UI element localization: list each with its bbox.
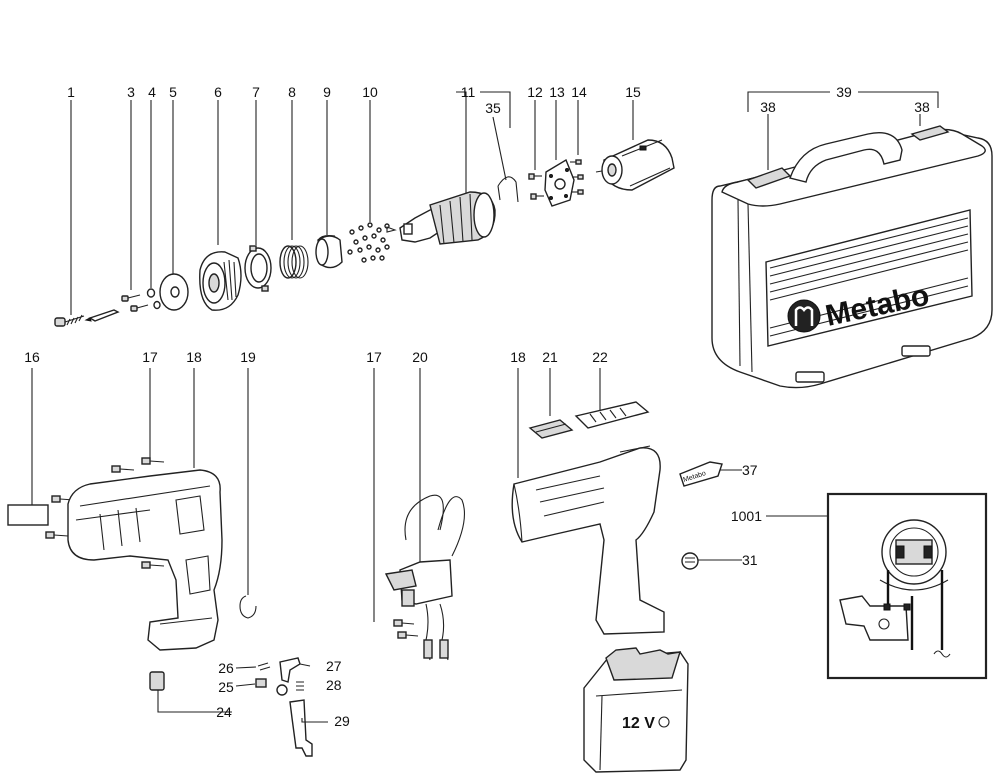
label-11: 11 — [461, 84, 476, 100]
label-15: 15 — [625, 84, 641, 100]
part-2-pin — [84, 309, 120, 322]
small-parts-24-29: 26 27 25 28 24 29 — [149, 657, 350, 757]
part-1001-detail-box: 1001 — [731, 492, 988, 680]
label-13: 13 — [549, 84, 565, 100]
top-row-leaders — [70, 91, 634, 315]
part-3-screw — [121, 294, 149, 312]
part-10-balls — [347, 222, 390, 263]
label-1: 1 — [67, 84, 75, 100]
switch-leaders — [373, 368, 421, 622]
label-29: 29 — [334, 713, 350, 729]
label-18-right: 18 — [510, 349, 526, 365]
part-14-screws — [570, 159, 584, 195]
label-1001: 1001 — [731, 508, 762, 524]
label-8: 8 — [288, 84, 296, 100]
label-6: 6 — [214, 84, 222, 100]
part-13-plate — [544, 158, 575, 207]
label-38-left: 38 — [760, 99, 776, 115]
label-26: 26 — [218, 660, 234, 676]
part-15-motor — [595, 139, 675, 191]
label-10: 10 — [362, 84, 378, 100]
top-row-labels: 1 3 4 5 6 7 8 9 10 11 35 12 13 14 15 — [67, 84, 641, 116]
part-31-disc — [681, 552, 699, 570]
label-38-right: 38 — [914, 99, 930, 115]
part-39-carry-case: 39 38 38 Metabo — [711, 84, 993, 389]
part-7-ring — [244, 245, 272, 292]
label-22: 22 — [592, 349, 608, 365]
label-19: 19 — [240, 349, 256, 365]
label-17-switch: 17 — [366, 349, 382, 365]
label-24: 24 — [216, 704, 232, 720]
label-12: 12 — [527, 84, 543, 100]
left-housing-leaders — [31, 368, 249, 595]
label-27: 27 — [326, 658, 342, 674]
label-4: 4 — [148, 84, 156, 100]
part-16-label-plate — [7, 504, 49, 526]
label-31: 31 — [742, 552, 758, 568]
label-9: 9 — [323, 84, 331, 100]
part-9-ring-gear — [315, 234, 343, 269]
switch-labels: 17 20 — [366, 349, 428, 365]
label-7: 7 — [252, 84, 260, 100]
label-39: 39 — [836, 84, 852, 100]
part-20-switch — [384, 494, 465, 661]
part-18-housing-right-half — [511, 445, 665, 635]
label-5: 5 — [169, 84, 177, 100]
left-housing-labels: 16 17 18 19 — [24, 349, 256, 365]
label-14: 14 — [571, 84, 587, 100]
part-35-clip — [497, 176, 519, 203]
part-18-housing-left-half — [67, 469, 223, 651]
label-37: 37 — [742, 462, 758, 478]
part-21-slider — [528, 419, 574, 439]
part-5-disc — [159, 273, 189, 311]
part-6-chuck-sleeve — [199, 251, 242, 311]
part-1-screw — [54, 314, 85, 327]
part-37-badge: Metabo — [679, 461, 723, 487]
part-12-screws — [528, 173, 544, 200]
part-11-gearbox — [386, 191, 496, 245]
part-17-screws-left — [45, 457, 165, 569]
label-16: 16 — [24, 349, 40, 365]
battery-label: 12 V — [622, 715, 655, 732]
part-8-spring — [279, 245, 309, 279]
label-18-left: 18 — [186, 349, 202, 365]
battery-pack: 12 V — [583, 647, 689, 773]
label-17-left: 17 — [142, 349, 158, 365]
label-28: 28 — [326, 677, 342, 693]
label-25: 25 — [218, 679, 234, 695]
label-20: 20 — [412, 349, 428, 365]
part-22-slider — [574, 401, 650, 429]
part-19-clip — [239, 595, 257, 619]
part-4-washer — [146, 288, 161, 310]
label-21: 21 — [542, 349, 558, 365]
label-3: 3 — [127, 84, 135, 100]
right-housing-labels: 18 21 22 37 31 — [510, 349, 758, 568]
label-35: 35 — [485, 100, 501, 116]
right-housing-leaders — [517, 368, 742, 561]
